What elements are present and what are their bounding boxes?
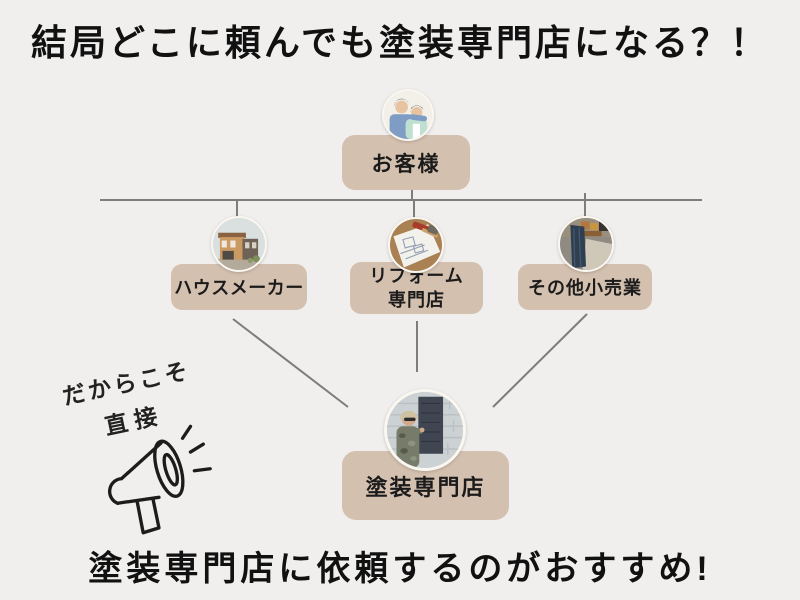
- customer-photo-circle: [382, 89, 434, 141]
- page-title: 結局どこに頼んでも塗装専門店になる？！: [30, 22, 770, 63]
- other-retail-label: その他小売業: [528, 278, 642, 298]
- connector-retail-to-painter: [492, 313, 588, 408]
- painter-photo-circle: [384, 389, 466, 471]
- elderly-couple-photo: [384, 91, 432, 139]
- connector-house-to-painter: [232, 318, 349, 408]
- retail-store-photo: [560, 218, 612, 270]
- reform-shop-photo-circle: [388, 217, 444, 273]
- megaphone-icon: [108, 424, 212, 535]
- painter-label: 塗装専門店: [365, 474, 486, 500]
- customer-node: お客様: [342, 135, 470, 190]
- house-maker-label: ハウスメーカー: [174, 278, 304, 298]
- house-maker-photo-circle: [211, 216, 267, 272]
- painter-at-work-photo: [387, 392, 463, 468]
- reform-shop-label-line2: 専門店: [388, 290, 445, 310]
- footer-headline: 塗装専門店に依頼するのがおすすめ!: [88, 550, 712, 588]
- reform-shop-label-line1: リフォーム: [369, 266, 464, 286]
- other-retail-photo-circle: [558, 216, 614, 272]
- house-photo: [213, 218, 265, 270]
- customer-label: お客様: [371, 152, 441, 176]
- blueprint-tools-photo: [390, 219, 442, 271]
